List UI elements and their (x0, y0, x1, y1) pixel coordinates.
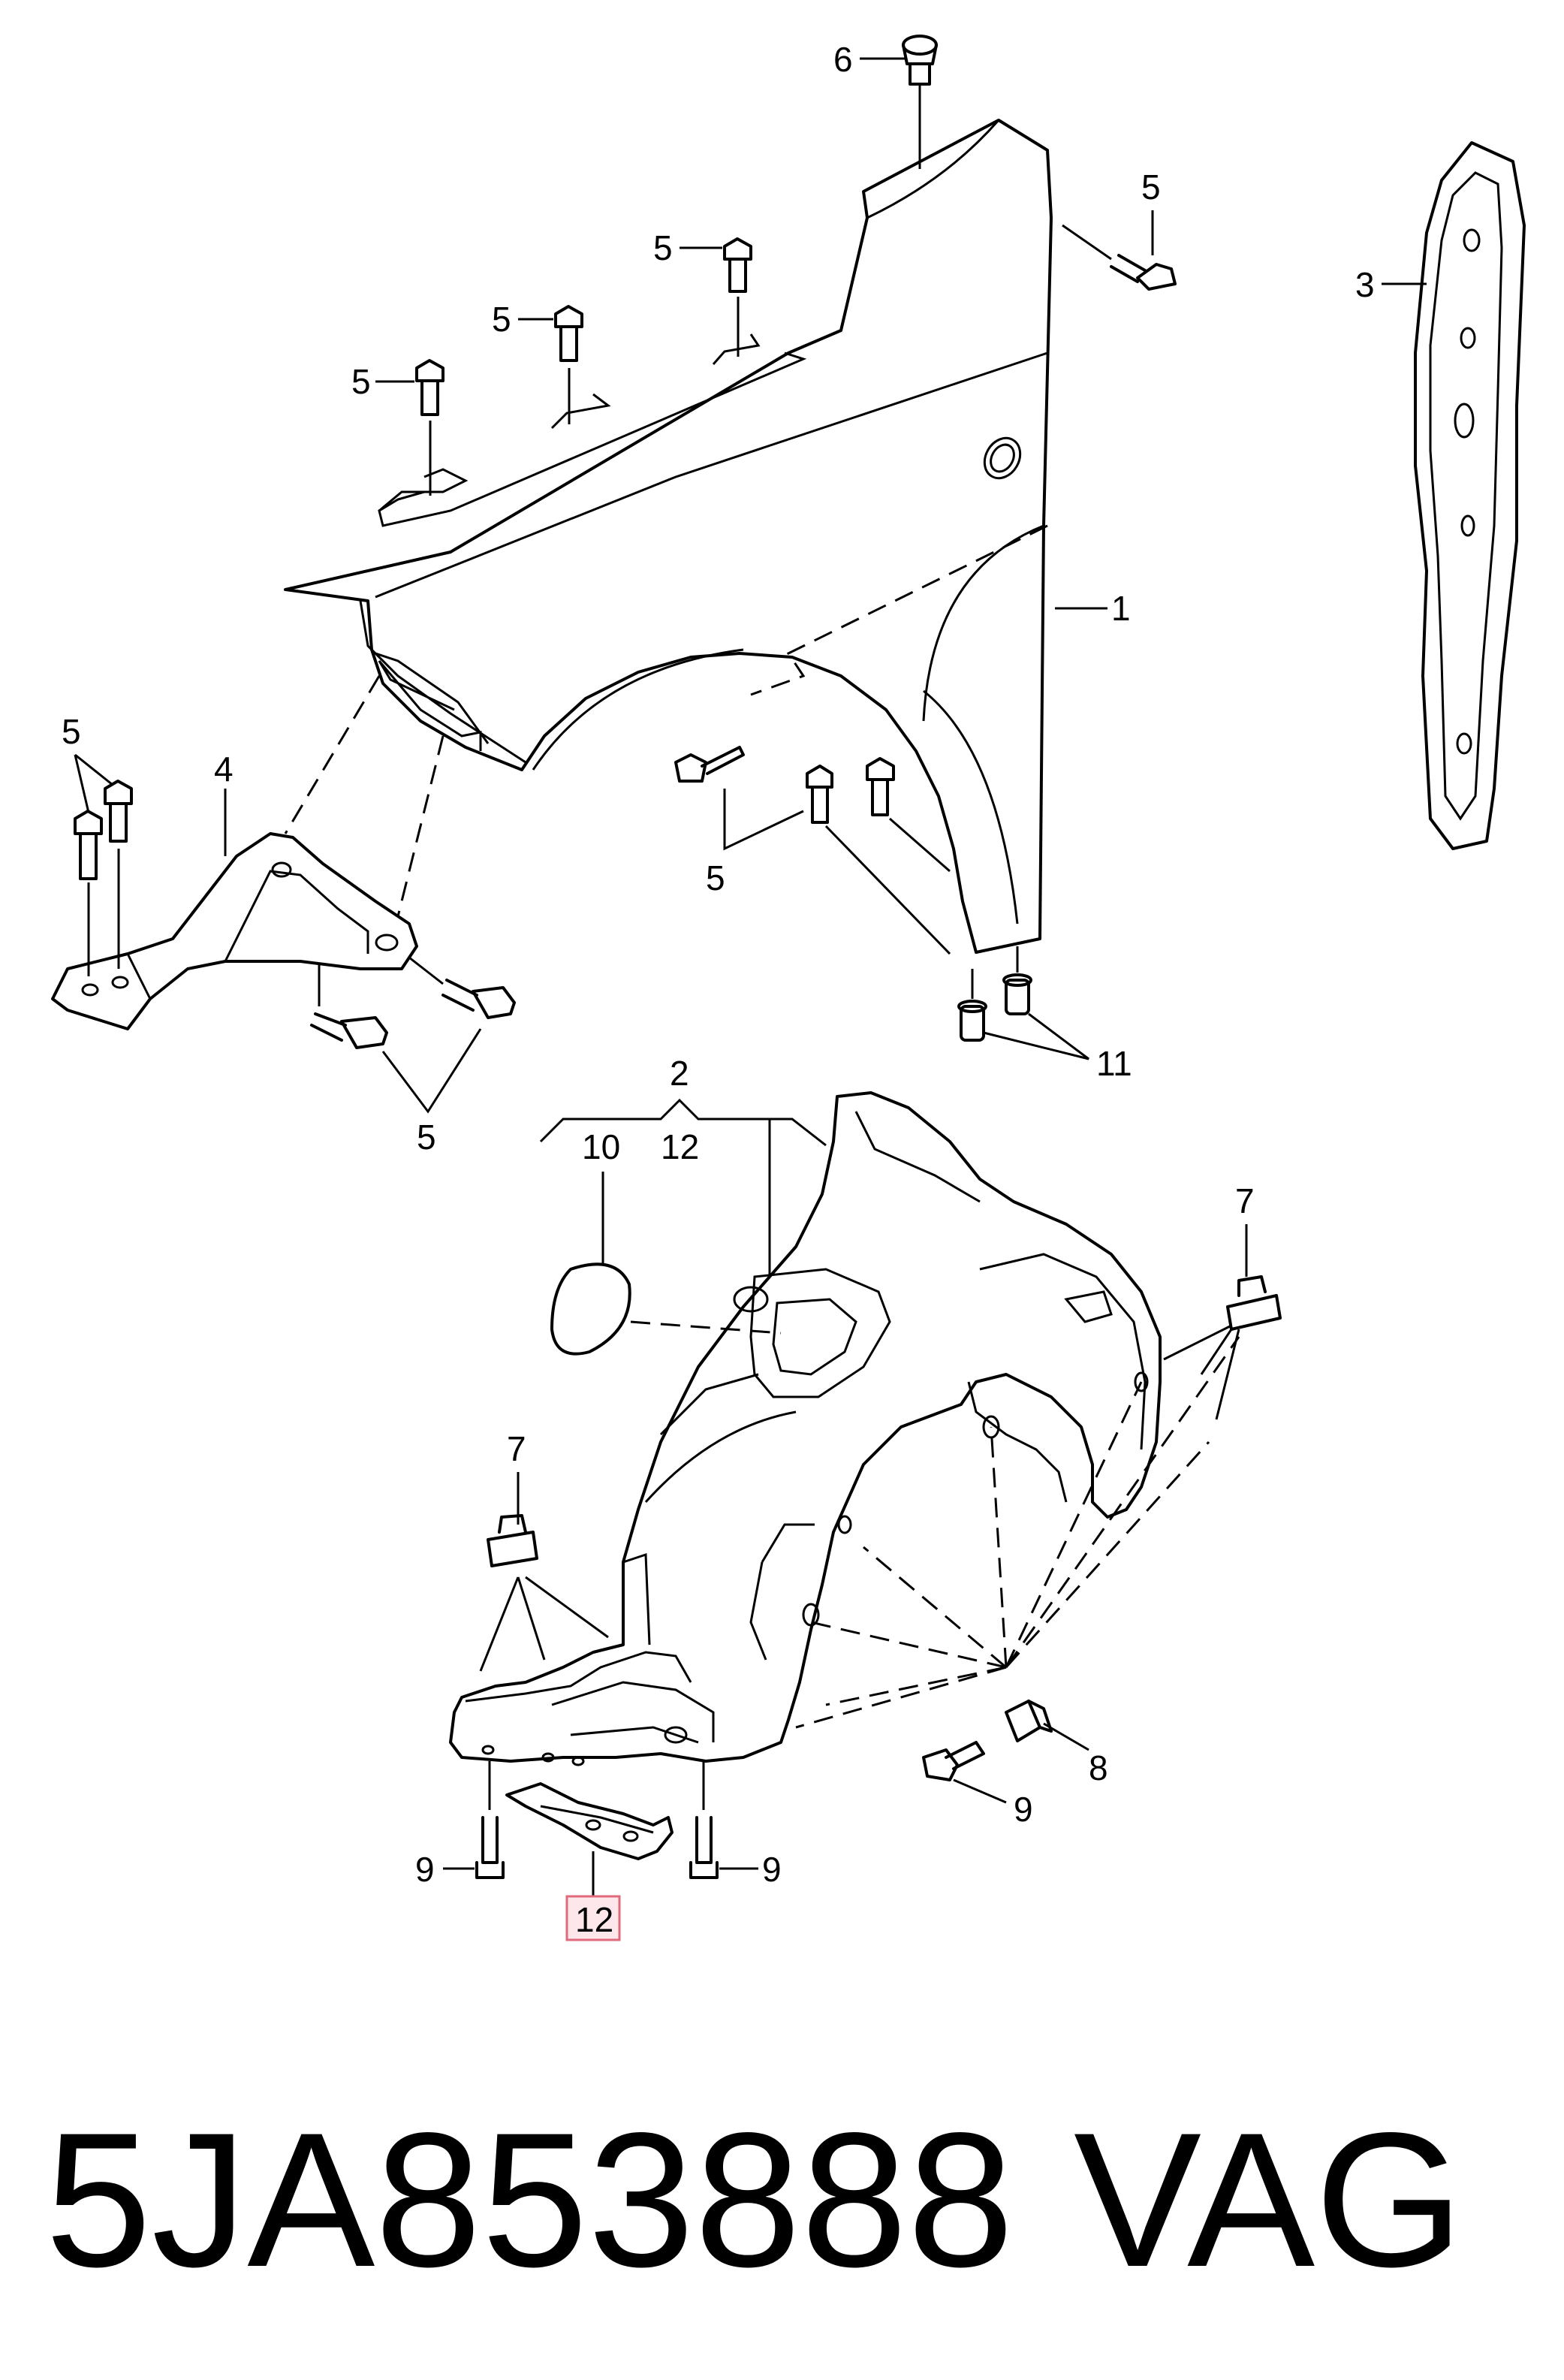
label-8: 8 (1089, 1748, 1108, 1787)
assembly-line-fender-liner (750, 524, 1048, 696)
clip-7-right-lines (1163, 1324, 1240, 1420)
clip-7-left-lines (479, 1576, 609, 1672)
label-9-left: 9 (415, 1850, 435, 1889)
label-7-right: 7 (1235, 1181, 1255, 1220)
bolt-5-d (1062, 224, 1177, 291)
bolt-5-a (723, 237, 752, 357)
screw-9-left (475, 1761, 505, 1879)
fender-flanges (378, 333, 761, 512)
leader-5h (74, 753, 113, 813)
fender-panel (284, 119, 1053, 954)
assembly-line-bracket-a (284, 675, 381, 834)
bolt-5-h (74, 810, 103, 976)
extension-12 (505, 1782, 674, 1860)
bolt-5-j (310, 965, 388, 1049)
label-7-left: 7 (507, 1429, 526, 1468)
leader-8 (1043, 1722, 1089, 1751)
leader-9-right (953, 1778, 1007, 1804)
bolt-5-e (674, 746, 745, 783)
bolt-5-f-line (824, 825, 951, 955)
bolt-5-g (866, 757, 895, 816)
top-screw-6 (902, 35, 938, 169)
label-2: 2 (670, 1054, 689, 1093)
seal-strip-3 (1414, 141, 1526, 850)
bolt-5-k (408, 956, 516, 1019)
label-12-highlighted: 12 (575, 1900, 613, 1939)
label-11: 11 (1096, 1044, 1132, 1083)
label-5a: 5 (653, 228, 673, 267)
label-4: 4 (214, 750, 234, 789)
part-number: 5JA853888 (45, 2093, 1014, 2307)
leader-11 (983, 1012, 1089, 1060)
screw-9-mid (689, 1761, 719, 1879)
screw-9-right (922, 1741, 985, 1781)
label-5e: 5 (706, 858, 725, 897)
wheel-housing-liner-2 (449, 1091, 1162, 1766)
label-9-mid: 9 (762, 1850, 782, 1889)
label-5d: 5 (1141, 167, 1161, 207)
label-12-top: 12 (661, 1127, 699, 1166)
clip-7-left (487, 1514, 538, 1567)
assembly-line-grommet (630, 1320, 782, 1335)
label-10: 10 (582, 1127, 620, 1166)
brand-name: VAG (1074, 2093, 1464, 2307)
label-9-right: 9 (1014, 1790, 1033, 1829)
highlight-box-12 (565, 1895, 621, 1941)
label-1: 1 (1111, 589, 1131, 628)
spreader-nut-11-b (1002, 973, 1032, 1015)
label-5h: 5 (62, 712, 81, 751)
leader-2-bracket (539, 1098, 827, 1147)
bolt-5-f (806, 765, 833, 824)
mounting-bracket-4 (51, 832, 418, 1030)
leader-5e (723, 789, 804, 851)
label-5b: 5 (492, 300, 511, 339)
label-3: 3 (1355, 265, 1375, 304)
bolt-5-b (554, 305, 583, 424)
assembly-lines-rear (795, 1336, 1240, 1729)
caption: 5JA853888 VAG (30, 2088, 1532, 2313)
label-5c: 5 (351, 362, 371, 401)
label-6: 6 (833, 40, 853, 79)
leader-5j (381, 1028, 482, 1114)
bolt-5-c (415, 359, 444, 496)
spreader-nut-11-a (957, 1000, 987, 1042)
bolt-5-i (104, 780, 133, 969)
nut-clip-8 (1005, 1700, 1053, 1742)
bolt-5-g-line (889, 817, 951, 873)
grommet-10 (550, 1262, 631, 1356)
assembly-line-bracket-b (396, 735, 444, 917)
label-5j: 5 (417, 1118, 436, 1157)
clip-7-right (1226, 1275, 1282, 1331)
exploded-parts-diagram: 1 6 5 5 5 5 (51, 35, 1526, 1941)
